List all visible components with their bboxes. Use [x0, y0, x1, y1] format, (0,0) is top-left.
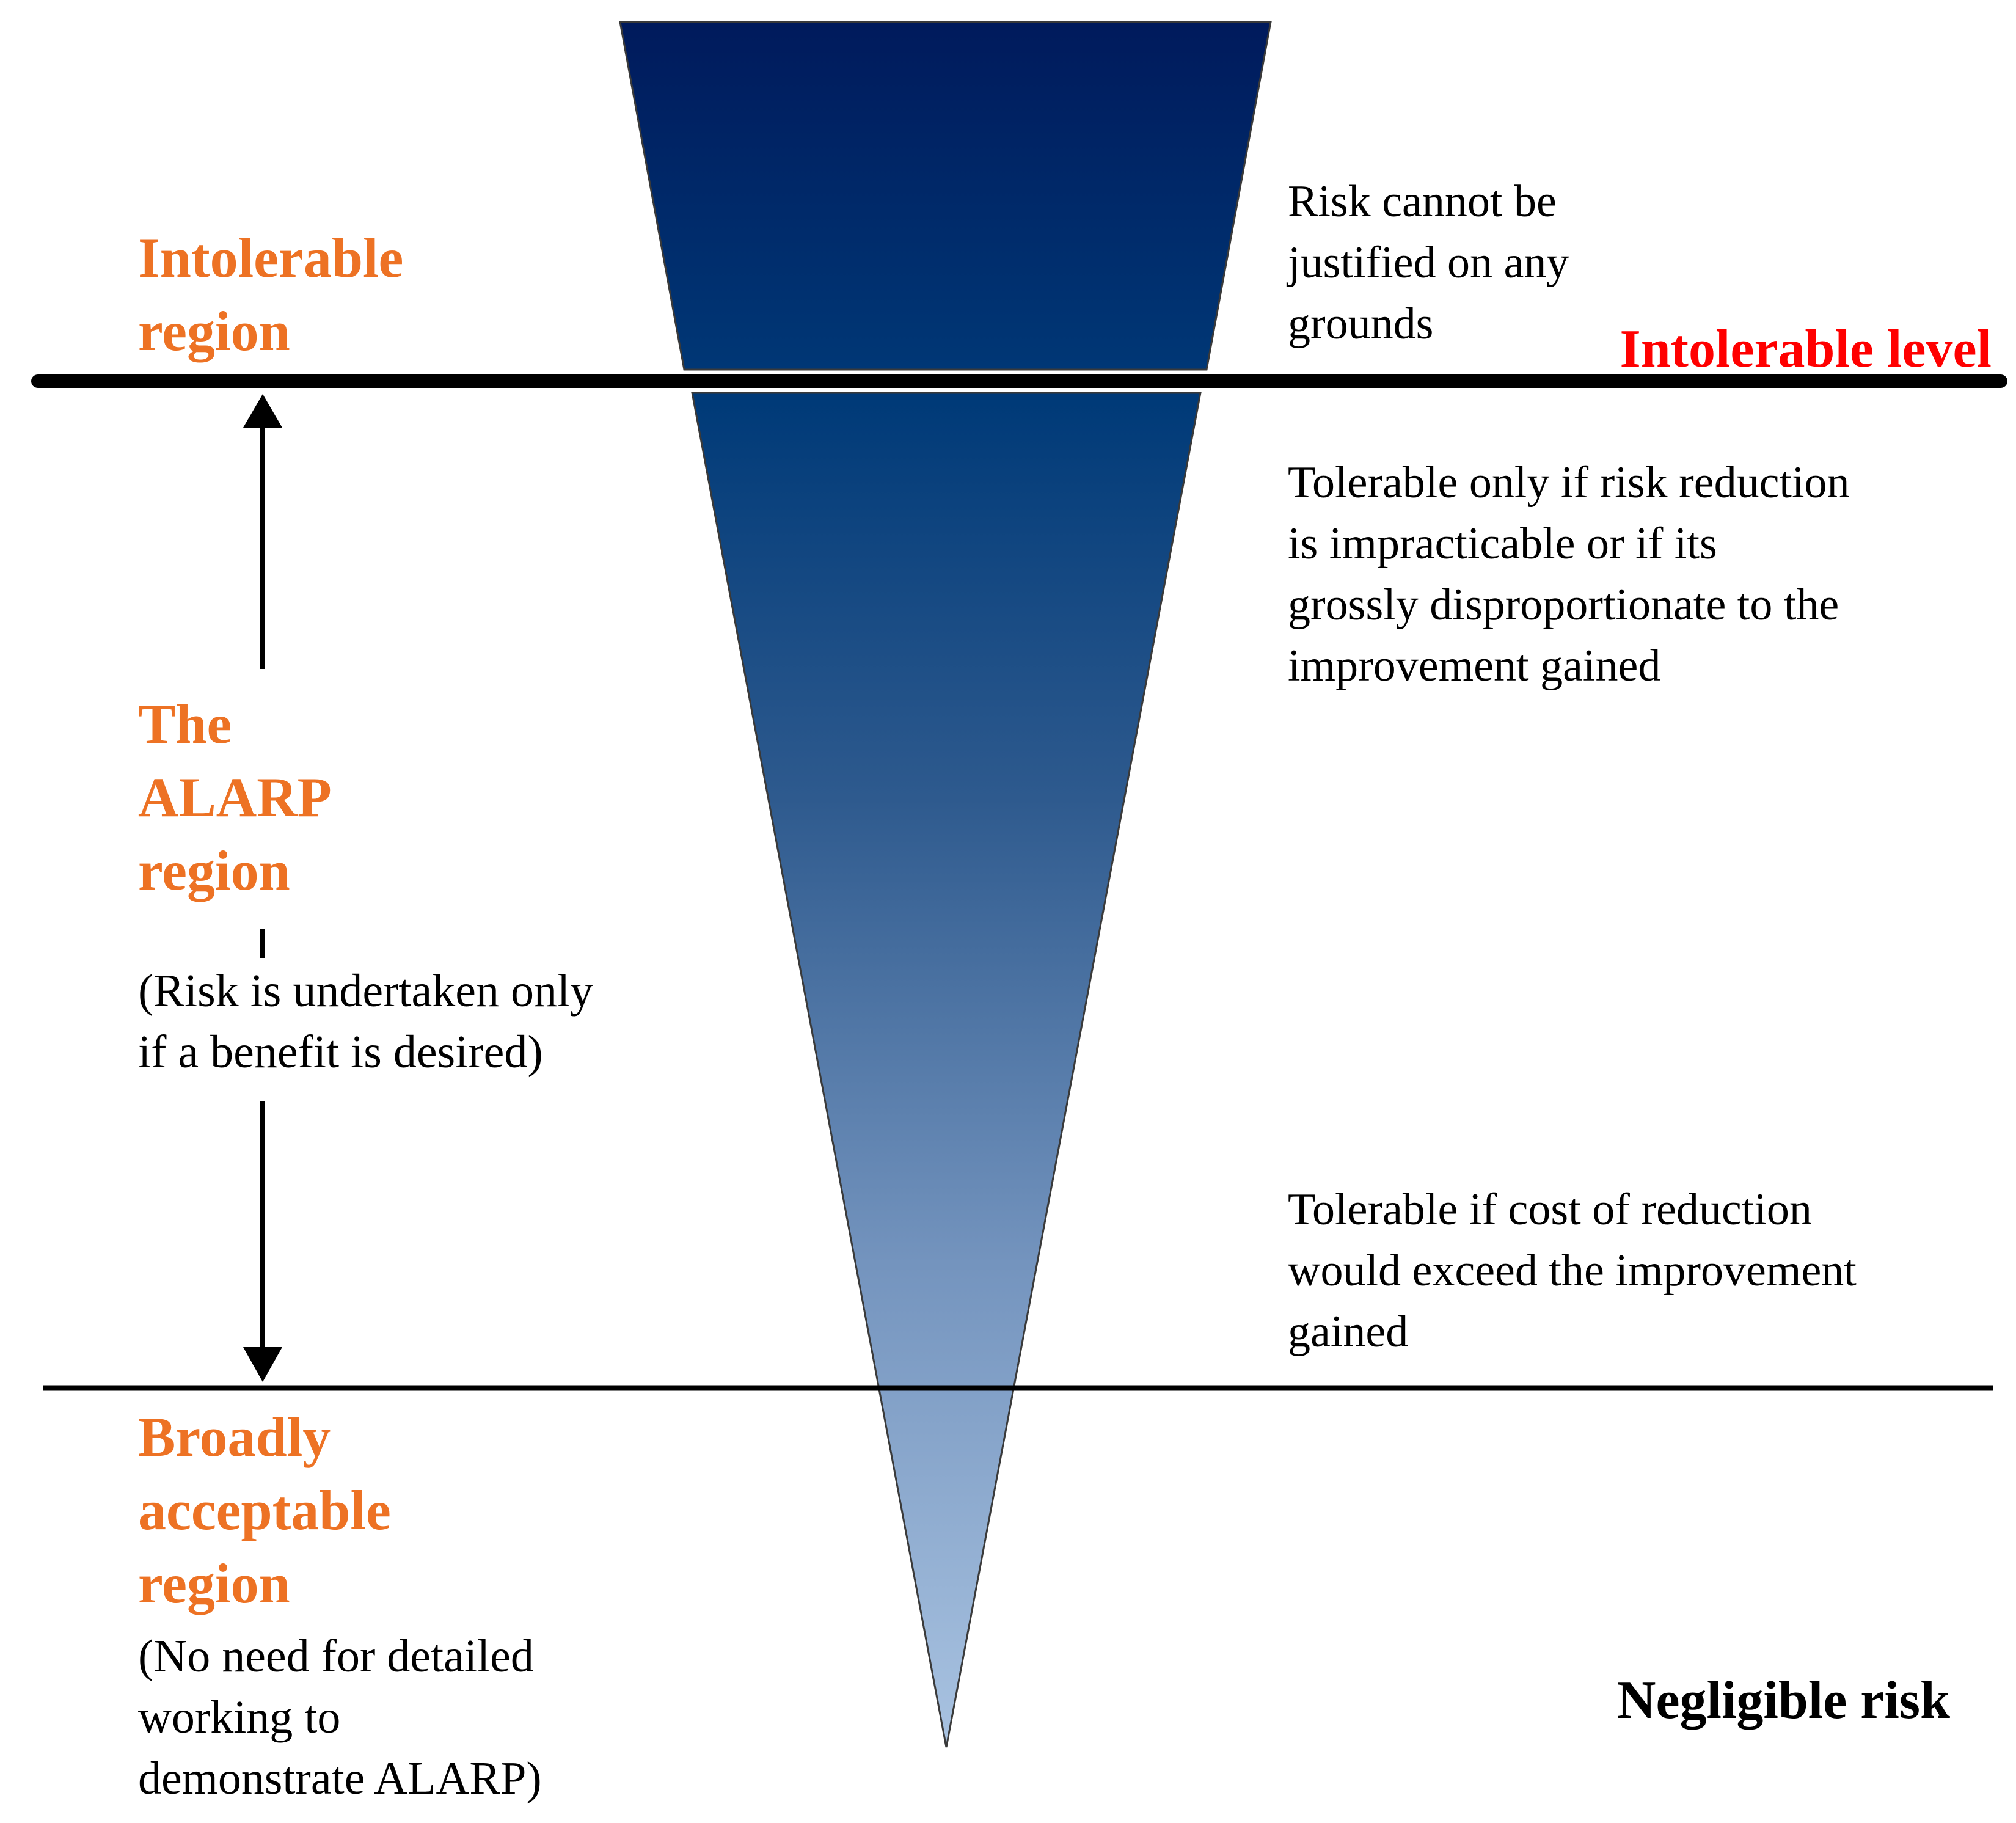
- intolerable-description: Risk cannot be justified on any grounds: [1288, 177, 1569, 349]
- funnel-intolerable-section: [619, 21, 1272, 371]
- broadly-acceptable-region-title: Broadly acceptable region: [138, 1406, 391, 1615]
- alarp-arrow-up-head: [243, 394, 282, 428]
- alarp-region-note: (Risk is undertaken only if a benefit is…: [138, 965, 594, 1078]
- alarp-arrow-down-head: [243, 1347, 282, 1382]
- alarp-upper-description: Tolerable only if risk reduction is impr…: [1288, 458, 1850, 691]
- alarp-region-title: The ALARP region: [138, 693, 332, 902]
- intolerable-level-label: Intolerable level: [1620, 320, 1992, 379]
- negligible-risk-label: Negligible risk: [1616, 1671, 1950, 1730]
- alarp-lower-description: Tolerable if cost of reduction would exc…: [1288, 1185, 1857, 1357]
- funnel-lower-section: [691, 392, 1202, 1748]
- intolerable-region-title: Intolerable region: [138, 227, 404, 362]
- broadly-acceptable-region-note: (No need for detailed working to demonst…: [138, 1631, 542, 1804]
